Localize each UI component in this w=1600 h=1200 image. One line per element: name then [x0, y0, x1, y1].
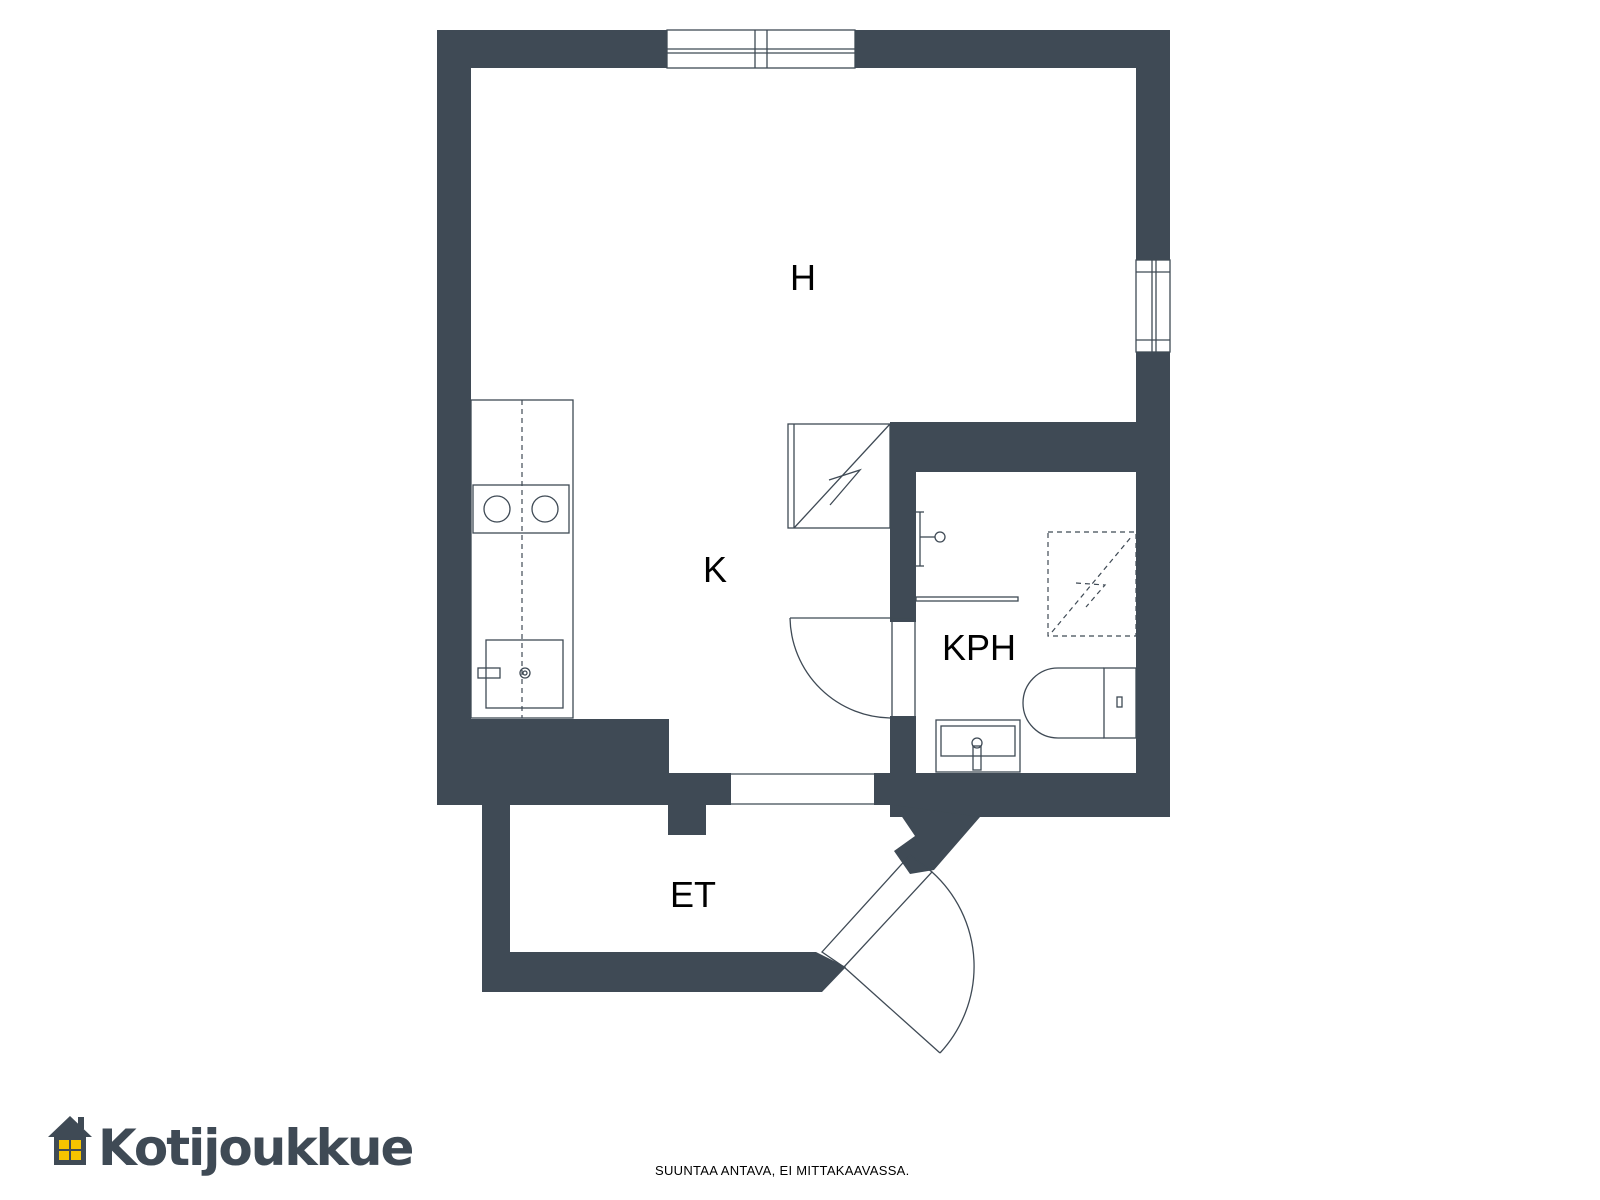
toilet-tank	[1103, 667, 1137, 739]
wall-pillar	[668, 805, 706, 835]
scale-disclaimer: SUUNTAA ANTAVA, EI MITTAKAAVASSA.	[655, 1163, 910, 1178]
wall-bath-top	[890, 422, 1170, 472]
wall-kitchen-step	[669, 773, 731, 805]
entry-opening	[731, 773, 874, 805]
stove	[472, 484, 570, 534]
room-label-living: H	[790, 257, 816, 298]
wall-door-jamb	[874, 773, 894, 805]
wall-bath-bottom	[890, 773, 1170, 817]
windows	[666, 29, 1171, 353]
kitchen-sink	[485, 639, 564, 709]
shower-area	[1047, 531, 1137, 637]
bathroom-door	[789, 617, 916, 719]
room-label-bathroom: KPH	[942, 627, 1016, 668]
bathroom-fixtures	[915, 511, 1137, 773]
walls	[437, 30, 1170, 992]
logo: Kotijoukkue	[48, 1116, 414, 1177]
wall-kitchen-bottom	[437, 719, 669, 805]
room-label-entry: ET	[670, 874, 716, 915]
front-door	[821, 854, 975, 1054]
toilet-bowl	[1022, 667, 1104, 739]
wall-entry-bottom	[482, 952, 846, 992]
stove-burner-left-icon	[483, 495, 511, 523]
closet	[787, 423, 891, 529]
bathroom-sink	[935, 719, 1021, 773]
kitchen-counter	[470, 399, 574, 719]
wall-left	[437, 30, 471, 805]
room-label-kitchen: K	[703, 549, 727, 590]
wall-bath-left	[890, 422, 916, 622]
house-icon	[48, 1116, 92, 1165]
stove-burner-right-icon	[531, 495, 559, 523]
window-right	[1135, 259, 1171, 353]
wall-entry-diagonal	[894, 805, 980, 874]
logo-text: Kotijoukkue	[98, 1119, 412, 1177]
